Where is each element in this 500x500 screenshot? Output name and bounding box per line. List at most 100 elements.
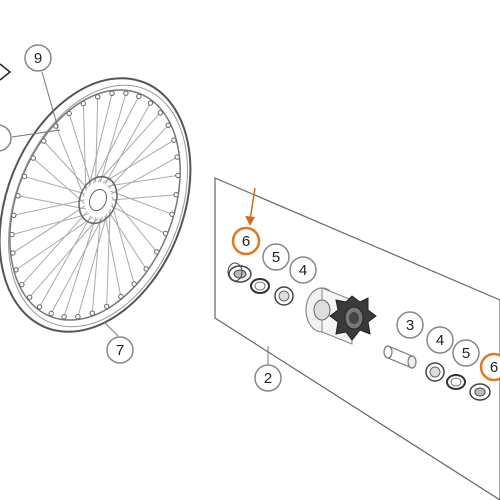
- callouts: 9 7 2 6 5 4 3 4: [0, 44, 500, 392]
- spoke-nipples: [9, 90, 181, 320]
- callout-5-right-label: 5: [462, 345, 470, 362]
- spoke-nipple: [165, 122, 171, 129]
- spoke-nipple: [157, 110, 164, 116]
- wheel-assembly: [0, 77, 192, 333]
- wheel-hub: [78, 175, 118, 225]
- callout-4-left-label: 4: [299, 262, 307, 279]
- spoke-nipple: [136, 93, 142, 100]
- hub-body: [305, 287, 377, 345]
- spacer-left: [274, 286, 294, 306]
- leader-lines: [11, 71, 269, 364]
- spoke-nipple: [173, 192, 179, 198]
- wheel-spokes: [11, 93, 178, 317]
- spoke-nipple: [154, 249, 160, 255]
- spoke-nipple: [61, 314, 67, 320]
- spacer-right: [425, 362, 445, 382]
- spoke-nipple: [109, 90, 115, 97]
- callout-7: 7: [106, 336, 134, 364]
- callout-7-label: 7: [116, 342, 124, 359]
- spoke: [63, 217, 97, 317]
- spoke-nipple: [11, 212, 17, 219]
- spoke: [88, 93, 113, 187]
- spoke-nipple: [75, 314, 81, 320]
- spoke-nipple: [143, 266, 149, 272]
- spoke-nipple: [19, 282, 25, 288]
- spoke: [102, 139, 175, 184]
- spoke-nipple: [118, 293, 124, 300]
- seal-ring-left: [250, 278, 270, 294]
- spoke: [111, 196, 158, 253]
- spoke-nipple: [89, 310, 96, 316]
- spoke-nipple: [15, 193, 21, 199]
- callout-9: 9: [24, 44, 52, 72]
- callout-9-label: 9: [34, 50, 42, 67]
- spoke-nipple: [10, 250, 16, 256]
- spoke: [108, 124, 169, 189]
- spacer-sleeve: [383, 345, 417, 369]
- wheel-rim-edge: [8, 84, 188, 328]
- spoke: [111, 202, 135, 285]
- hub-parts: [227, 262, 491, 401]
- callout-5-left: 5: [262, 243, 290, 271]
- spoke: [110, 205, 166, 234]
- spoke: [82, 103, 87, 192]
- callout-3: 3: [396, 311, 424, 339]
- callout-6-right-label: 6: [490, 359, 498, 376]
- spoke-nipple: [27, 294, 33, 300]
- callout-2-label: 2: [264, 370, 272, 387]
- highlight-arrow-icon: [245, 187, 256, 226]
- seal-ring-right: [446, 374, 466, 390]
- callout-1: [0, 124, 12, 152]
- spoke-nipple: [41, 138, 47, 144]
- bearing-right: [469, 383, 491, 401]
- spoke: [108, 211, 147, 270]
- spoke-nipple: [30, 155, 36, 161]
- spoke-nipple: [169, 211, 175, 217]
- spoke: [95, 96, 99, 183]
- spoke-nipple: [147, 100, 154, 106]
- spoke: [55, 125, 85, 198]
- spoke-nipple: [123, 90, 129, 96]
- spoke: [92, 96, 140, 184]
- spoke-nipple: [13, 267, 19, 273]
- spoke: [39, 215, 92, 308]
- spoke: [43, 140, 88, 189]
- callout-4-right-label: 4: [436, 332, 444, 349]
- callout-6-right: 6: [479, 352, 500, 382]
- spoke-nipple: [95, 94, 101, 100]
- spoke-nipple: [104, 303, 110, 310]
- spoke-nipple: [174, 154, 180, 160]
- spoke: [21, 211, 88, 286]
- spoke: [109, 190, 173, 215]
- spoke: [99, 93, 127, 183]
- exploded-panel: [214, 177, 500, 500]
- callout-2: 2: [254, 364, 282, 392]
- spoke: [104, 102, 151, 185]
- callout-6-left: 6: [231, 226, 261, 256]
- panel-outline: [214, 177, 500, 500]
- spoke-nipple: [175, 172, 181, 179]
- callout-5-right: 5: [452, 339, 480, 367]
- bearing-left: [227, 262, 252, 283]
- spoke: [68, 113, 92, 185]
- spoke-nipple: [171, 137, 177, 143]
- spoke-nipple: [21, 173, 28, 180]
- spoke-nipple: [131, 281, 137, 287]
- spoke-nipple: [162, 230, 169, 237]
- callout-6-left-label: 6: [242, 233, 250, 250]
- spoke: [24, 176, 85, 195]
- spoke: [106, 174, 178, 187]
- spoke: [13, 199, 85, 216]
- spoke: [50, 216, 104, 314]
- edge-arrow-icon: [0, 63, 12, 81]
- spoke-nipple: [48, 310, 54, 317]
- spoke-nipple: [66, 110, 72, 117]
- spoke: [110, 156, 178, 195]
- spoke: [15, 216, 94, 271]
- spoke: [104, 215, 122, 297]
- callout-4-left: 4: [289, 256, 317, 284]
- spoke: [77, 213, 108, 317]
- wheel-rim-outer: [0, 77, 192, 333]
- callout-5-left-label: 5: [272, 249, 280, 266]
